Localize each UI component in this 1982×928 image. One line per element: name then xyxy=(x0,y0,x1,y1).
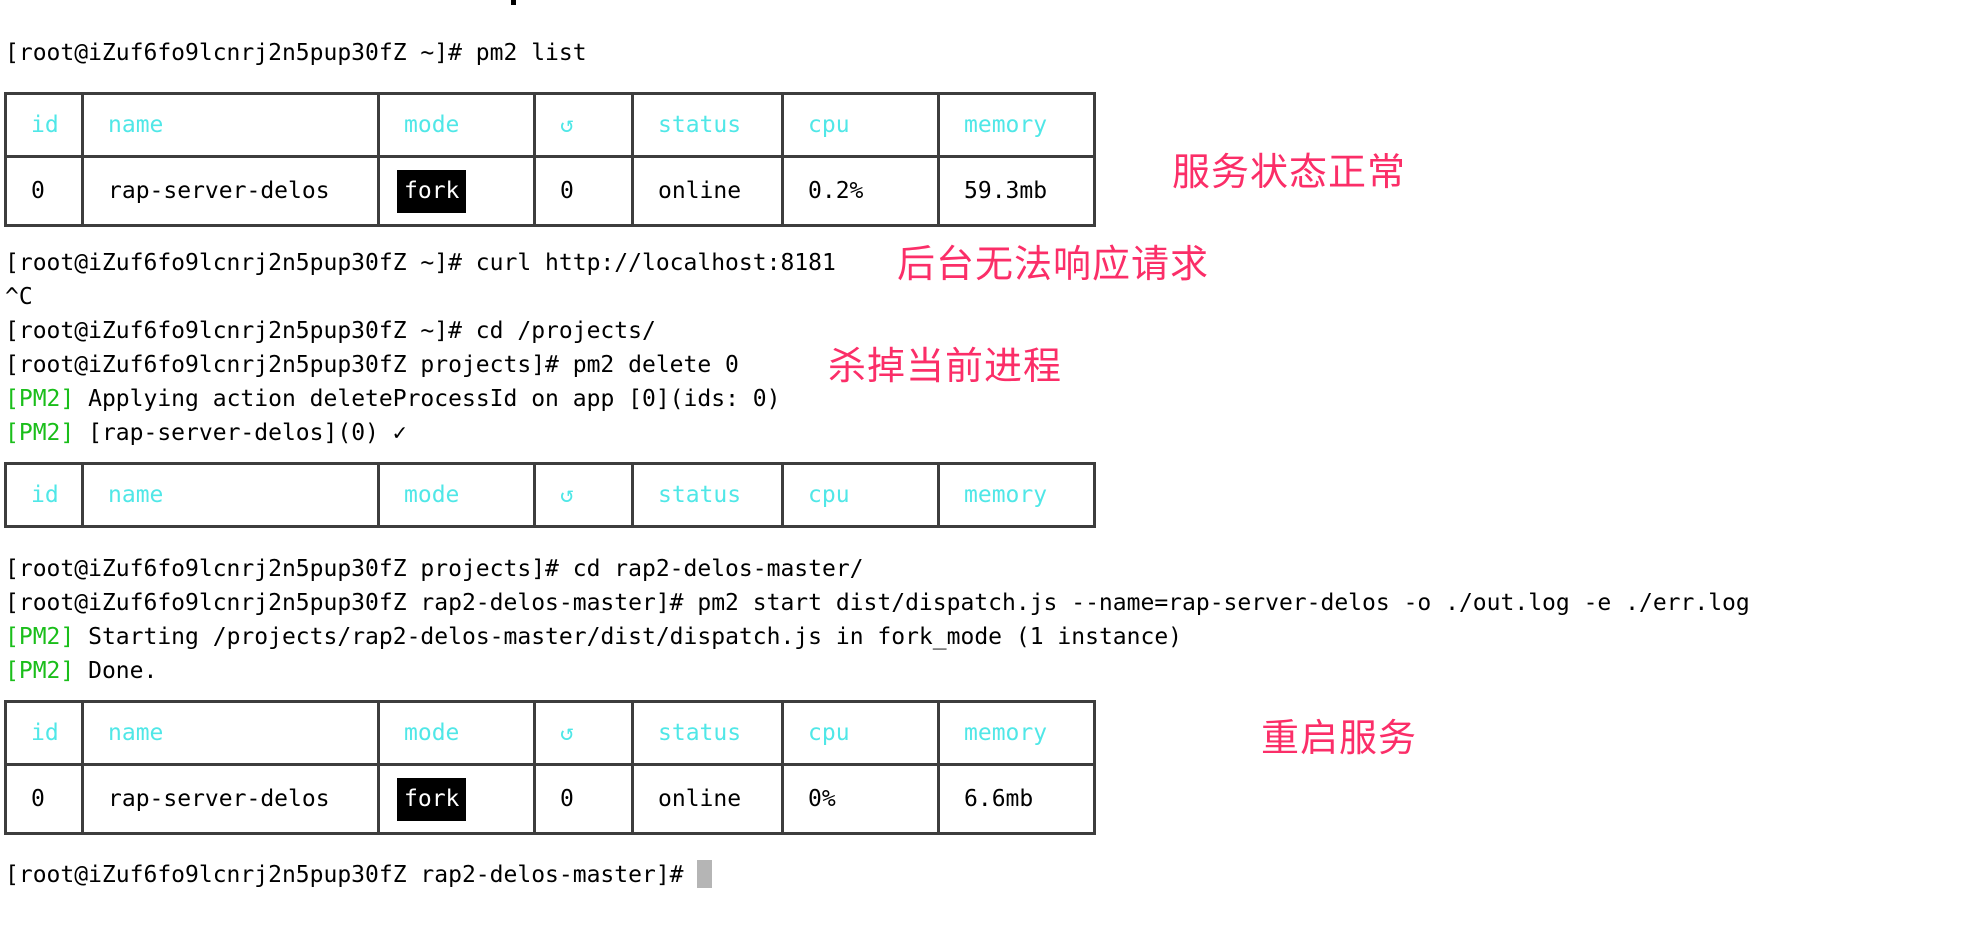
header-cpu: cpu xyxy=(781,700,940,766)
cell-mode: fork xyxy=(377,155,536,227)
sigint-text: ^C xyxy=(5,284,33,310)
header-status: status xyxy=(631,92,784,158)
output-sigint: ^C xyxy=(5,280,33,314)
pm2-table-initial: id name mode ↺ status cpu memory 0 rap-s… xyxy=(4,92,1096,227)
pm2-prefix: [PM2] xyxy=(5,386,75,412)
cell-cpu: 0.2% xyxy=(781,155,940,227)
cell-restarts: 0 xyxy=(533,763,634,835)
header-status: status xyxy=(631,700,784,766)
restart-counter-icon: ↺ xyxy=(533,92,634,158)
output-pm2-applying: [PM2] Applying action deleteProcessId on… xyxy=(5,382,780,416)
table-header-row: id name mode ↺ status cpu memory xyxy=(4,462,1096,528)
pm2-table-empty: id name mode ↺ status cpu memory xyxy=(4,462,1096,528)
cell-name: rap-server-delos xyxy=(81,155,380,227)
table-header-row: id name mode ↺ status cpu memory xyxy=(4,92,1096,158)
command-cd-master: [root@iZuf6fo9lcnrj2n5pup30fZ projects]#… xyxy=(5,552,864,586)
header-mode: mode xyxy=(377,700,536,766)
pm2-prefix: [PM2] xyxy=(5,420,75,446)
header-mode: mode xyxy=(377,92,536,158)
annotation-kill-process: 杀掉当前进程 xyxy=(828,346,1063,388)
annotation-no-response: 后台无法响应请求 xyxy=(897,244,1210,286)
cell-name: rap-server-delos xyxy=(81,763,380,835)
prompt-text: [root@iZuf6fo9lcnrj2n5pup30fZ projects]#… xyxy=(5,556,864,582)
pm2-prefix: [PM2] xyxy=(5,624,75,650)
prompt-text: [root@iZuf6fo9lcnrj2n5pup30fZ ~]# pm2 li… xyxy=(5,40,587,66)
prompt-text: [root@iZuf6fo9lcnrj2n5pup30fZ rap2-delos… xyxy=(5,862,698,888)
prompt-text: [root@iZuf6fo9lcnrj2n5pup30fZ ~]# curl h… xyxy=(5,250,836,276)
header-id: id xyxy=(4,700,84,766)
prompt-text: [root@iZuf6fo9lcnrj2n5pup30fZ projects]#… xyxy=(5,352,739,378)
header-memory: memory xyxy=(937,462,1096,528)
output-text: [rap-server-delos](0) ✓ xyxy=(74,420,407,446)
table-header-row: id name mode ↺ status cpu memory xyxy=(4,700,1096,766)
cell-memory: 59.3mb xyxy=(937,155,1096,227)
command-pm2-delete: [root@iZuf6fo9lcnrj2n5pup30fZ projects]#… xyxy=(5,348,739,382)
fork-mode-chip: fork xyxy=(397,777,467,821)
header-id: id xyxy=(4,462,84,528)
cell-status: online xyxy=(631,763,784,835)
cell-id: 0 xyxy=(4,763,84,835)
restart-counter-icon: ↺ xyxy=(533,462,634,528)
pm2-prefix: [PM2] xyxy=(5,658,75,684)
annotation-restart-service: 重启服务 xyxy=(1261,718,1418,760)
command-pm2-start: [root@iZuf6fo9lcnrj2n5pup30fZ rap2-delos… xyxy=(5,586,1750,620)
output-text: Applying action deleteProcessId on app [… xyxy=(74,386,781,412)
header-id: id xyxy=(4,92,84,158)
header-name: name xyxy=(81,700,380,766)
header-memory: memory xyxy=(937,92,1096,158)
output-pm2-done: [PM2] Done. xyxy=(5,654,157,688)
output-text: Starting /projects/rap2-delos-master/dis… xyxy=(74,624,1183,650)
table-row: 0 rap-server-delos fork 0 online 0% 6.6m… xyxy=(4,763,1096,835)
cell-cpu: 0% xyxy=(781,763,940,835)
table-row: 0 rap-server-delos fork 0 online 0.2% 59… xyxy=(4,155,1096,227)
restart-counter-icon: ↺ xyxy=(533,700,634,766)
cell-status: online xyxy=(631,155,784,227)
header-name: name xyxy=(81,462,380,528)
prompt-text: [root@iZuf6fo9lcnrj2n5pup30fZ rap2-delos… xyxy=(5,590,1750,616)
header-mode: mode xyxy=(377,462,536,528)
output-pm2-starting: [PM2] Starting /projects/rap2-delos-mast… xyxy=(5,620,1182,654)
header-cpu: cpu xyxy=(781,92,940,158)
output-pm2-deleted: [PM2] [rap-server-delos](0) ✓ xyxy=(5,416,407,450)
cell-restarts: 0 xyxy=(533,155,634,227)
command-curl: [root@iZuf6fo9lcnrj2n5pup30fZ ~]# curl h… xyxy=(5,246,836,280)
output-text: Done. xyxy=(74,658,158,684)
cell-mode: fork xyxy=(377,763,536,835)
clipped-glyph-artifact xyxy=(511,0,516,5)
cell-memory: 6.6mb xyxy=(937,763,1096,835)
final-prompt-line[interactable]: [root@iZuf6fo9lcnrj2n5pup30fZ rap2-delos… xyxy=(5,858,713,892)
header-cpu: cpu xyxy=(781,462,940,528)
command-cd-projects: [root@iZuf6fo9lcnrj2n5pup30fZ ~]# cd /pr… xyxy=(5,314,656,348)
pm2-table-restarted: id name mode ↺ status cpu memory 0 rap-s… xyxy=(4,700,1096,835)
header-status: status xyxy=(631,462,784,528)
fork-mode-chip: fork xyxy=(397,169,467,213)
header-memory: memory xyxy=(937,700,1096,766)
cell-id: 0 xyxy=(4,155,84,227)
header-name: name xyxy=(81,92,380,158)
terminal-cursor xyxy=(697,860,713,888)
command-pm2-list: [root@iZuf6fo9lcnrj2n5pup30fZ ~]# pm2 li… xyxy=(5,36,587,70)
prompt-text: [root@iZuf6fo9lcnrj2n5pup30fZ ~]# cd /pr… xyxy=(5,318,656,344)
annotation-status-ok: 服务状态正常 xyxy=(1172,152,1407,194)
